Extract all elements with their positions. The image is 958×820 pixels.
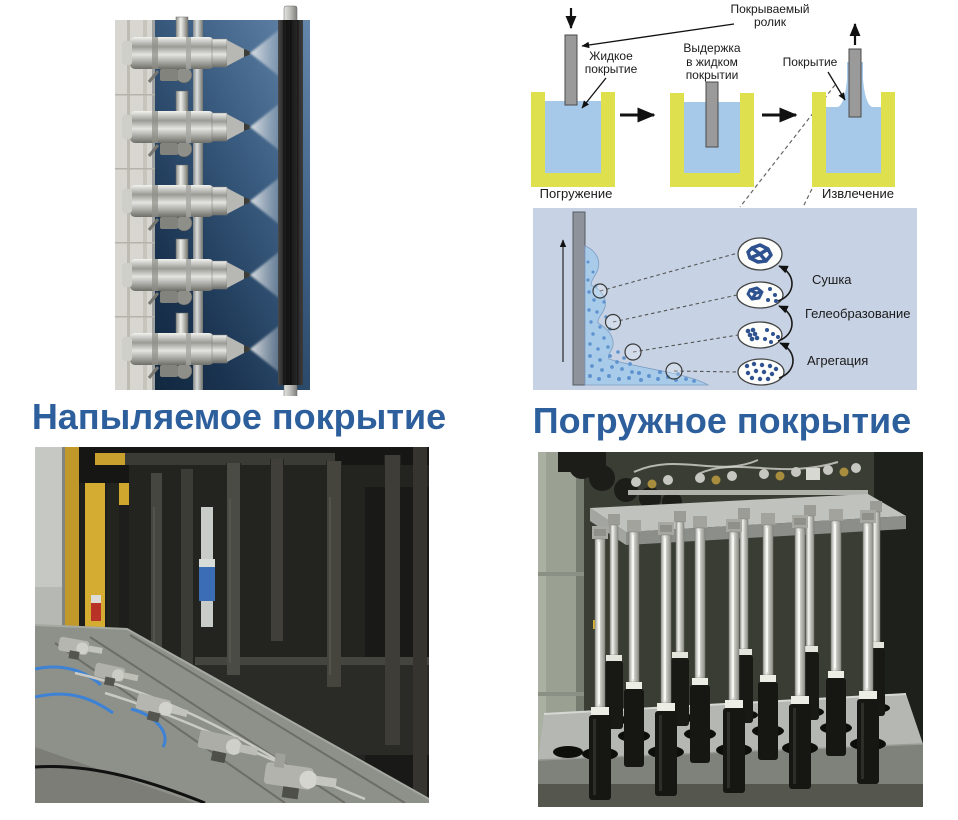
roller-rod-1 (564, 34, 578, 106)
label-hold-line3: покрытии (686, 68, 739, 82)
roller-rod-3 (848, 48, 862, 118)
spray-guns (58, 636, 337, 800)
label-extraction: Извлечение (822, 186, 894, 201)
beaker-holding (670, 81, 754, 187)
caption-spray-coating: Напыляемое покрытие (31, 396, 447, 437)
mechanism-substrate (559, 211, 586, 386)
label-drying: Сушка (812, 272, 852, 287)
coated-roller-rods (588, 500, 886, 801)
beaker-immersion (531, 8, 615, 187)
particle-networks (746, 243, 773, 301)
sample-leader-lines (599, 252, 739, 373)
platform (35, 624, 429, 803)
roller-rod-2 (705, 81, 719, 148)
label-hold-line2: в жидком (686, 55, 738, 69)
label-roller-line1: Покрываемый (730, 2, 809, 16)
particle-dots (744, 287, 780, 382)
blue-air-tubes (35, 665, 167, 748)
caption-dip-coating: Погружное покрытие (532, 400, 912, 441)
liquid-label-arrow (581, 77, 607, 109)
spray-coating-figure (115, 5, 310, 396)
dip-machine-photo (538, 452, 923, 807)
sign-pipe (199, 507, 215, 627)
hanging-rollers (150, 447, 427, 803)
particle-state-ellipses (736, 237, 794, 386)
beaker-extraction (812, 22, 895, 187)
label-roller-line2: ролик (754, 15, 787, 29)
label-liquid-line2: покрытие (585, 62, 638, 76)
roller-label-arrow (581, 23, 735, 49)
label-immersion: Погружение (540, 186, 613, 201)
label-gelation: Гелеобразование (805, 306, 910, 321)
fittings-and-tubes (628, 459, 868, 495)
stage-arrows (777, 265, 794, 379)
label-coating: Покрытие (783, 55, 838, 69)
coating-label-arrow (827, 71, 846, 101)
wet-film (584, 245, 710, 386)
label-aggregation: Агрегация (807, 353, 868, 368)
spray-machine-photo (35, 447, 429, 803)
dip-coating-diagram: Покрываемый ролик Жидкое покрытие Погруж… (531, 2, 917, 390)
coated-roller (278, 5, 303, 396)
sample-circles (592, 283, 683, 380)
label-hold-line1: Выдержка (683, 41, 741, 55)
label-liquid-line1: Жидкое (589, 49, 633, 63)
